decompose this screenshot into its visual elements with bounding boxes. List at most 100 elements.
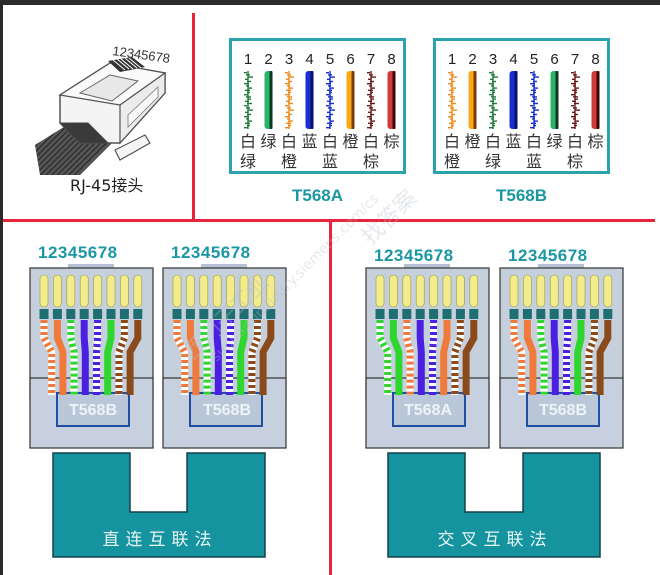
wire-stripe — [563, 320, 572, 395]
wire-speckle — [326, 94, 330, 96]
wire-shade — [392, 71, 396, 129]
wire-speckle — [448, 72, 451, 74]
wire-speckle — [534, 109, 539, 111]
connector-pin-numbers-straight-left: 12345678 — [38, 243, 118, 262]
wire-core — [247, 71, 249, 129]
wire-6 — [346, 71, 355, 129]
wire-speckle — [244, 72, 247, 74]
wire-color-label: 棕 — [383, 132, 399, 151]
wire-solid — [80, 320, 89, 395]
pin-number: 1 — [244, 51, 252, 68]
wire-speckle — [367, 94, 371, 96]
wire-speckle — [452, 109, 457, 111]
wire-speckle — [489, 105, 492, 107]
wire-speckle — [244, 83, 249, 85]
wire-speckle — [367, 116, 372, 118]
wire-speckle — [248, 76, 253, 78]
wire-7 — [367, 71, 376, 129]
wire-solid — [416, 320, 425, 395]
wire-speckle — [534, 87, 538, 89]
wire-speckle — [489, 83, 494, 85]
wire-solid — [574, 320, 585, 395]
pin-number: 3 — [489, 51, 497, 68]
contact-pin — [186, 274, 195, 308]
wire-core — [574, 71, 576, 129]
wire-speckle — [248, 98, 251, 100]
wire-speckle — [289, 87, 293, 89]
contact-band — [509, 309, 519, 319]
contact-band — [536, 309, 546, 319]
rj45-label: RJ-45接头 — [70, 176, 144, 195]
contact-band — [522, 309, 532, 319]
contact-pin — [523, 274, 532, 308]
wire-speckle — [575, 109, 580, 111]
rj45-plug-illustration: 12345678 — [35, 43, 171, 175]
wire-stripe — [451, 320, 464, 395]
wire-speckle — [330, 87, 334, 89]
contact-pin — [172, 274, 182, 308]
wire-speckle — [367, 127, 371, 129]
divider-bottom-vertical — [329, 220, 332, 575]
wire-speckle — [330, 98, 333, 100]
wire-speckle — [490, 78, 493, 80]
wire-5 — [530, 71, 539, 129]
connector-label-box — [56, 392, 130, 427]
contact-band — [133, 309, 143, 319]
wire-3 — [285, 71, 294, 129]
cable-body-straight — [52, 452, 266, 558]
wire-speckle — [493, 120, 497, 122]
contact-pin — [576, 274, 586, 308]
contact-band — [576, 309, 586, 319]
wire-speckle — [326, 116, 331, 118]
wire-speckle — [244, 127, 248, 129]
connector-wire-1 — [172, 274, 189, 395]
connector-wire-1 — [39, 274, 56, 395]
pin-number: 2 — [468, 51, 476, 68]
connector-wire-2 — [388, 274, 403, 395]
wire-color-label: 蓝 — [301, 132, 317, 151]
wire-color-label: 白 — [240, 132, 256, 151]
contact-pin — [106, 274, 116, 308]
wire-solid — [53, 320, 67, 395]
wire-speckle — [571, 116, 576, 118]
wire-stripe — [376, 320, 392, 395]
wire-shade — [514, 71, 518, 129]
wire-speckle — [575, 98, 578, 100]
standard-title-t568a: T568A — [291, 186, 344, 205]
wire-3 — [489, 71, 498, 129]
wire-color-label: 橙 — [342, 132, 358, 151]
connector-wire-5 — [429, 274, 439, 395]
connector-wire-4 — [415, 274, 425, 395]
wire-speckle — [571, 105, 574, 107]
wire-speckle — [534, 98, 537, 100]
wire-speckle — [534, 120, 538, 122]
wire-speckle — [489, 94, 493, 96]
wire-speckle — [448, 116, 453, 118]
wire-speckle — [490, 111, 493, 113]
connector-standard-straight-left: T568B — [68, 402, 118, 419]
contact-pin — [509, 274, 519, 308]
wire-speckle — [452, 120, 456, 122]
connector-wire-8 — [462, 274, 479, 395]
wire-speckle — [448, 105, 451, 107]
wire-solid — [550, 320, 559, 395]
wire-speckle — [530, 83, 535, 85]
wire-speckle — [531, 111, 534, 113]
wire-speckle — [330, 76, 335, 78]
contact-band — [119, 309, 129, 319]
wire-speckle — [449, 78, 452, 80]
wire-speckle — [285, 72, 288, 74]
wire-speckle — [367, 83, 372, 85]
connector-pin-numbers-straight-right: 12345678 — [171, 243, 251, 262]
divider-top-vertical — [192, 13, 195, 220]
wire-color-label-2: 橙 — [281, 152, 297, 171]
wire-speckle — [492, 102, 497, 105]
wire-speckle — [285, 127, 289, 129]
connector-wire-6 — [237, 274, 249, 395]
connector-wire-7 — [248, 274, 262, 395]
wire-speckle — [285, 116, 290, 118]
contact-band — [226, 309, 236, 319]
wire-speckle — [289, 98, 292, 100]
wire-speckle — [248, 120, 252, 122]
